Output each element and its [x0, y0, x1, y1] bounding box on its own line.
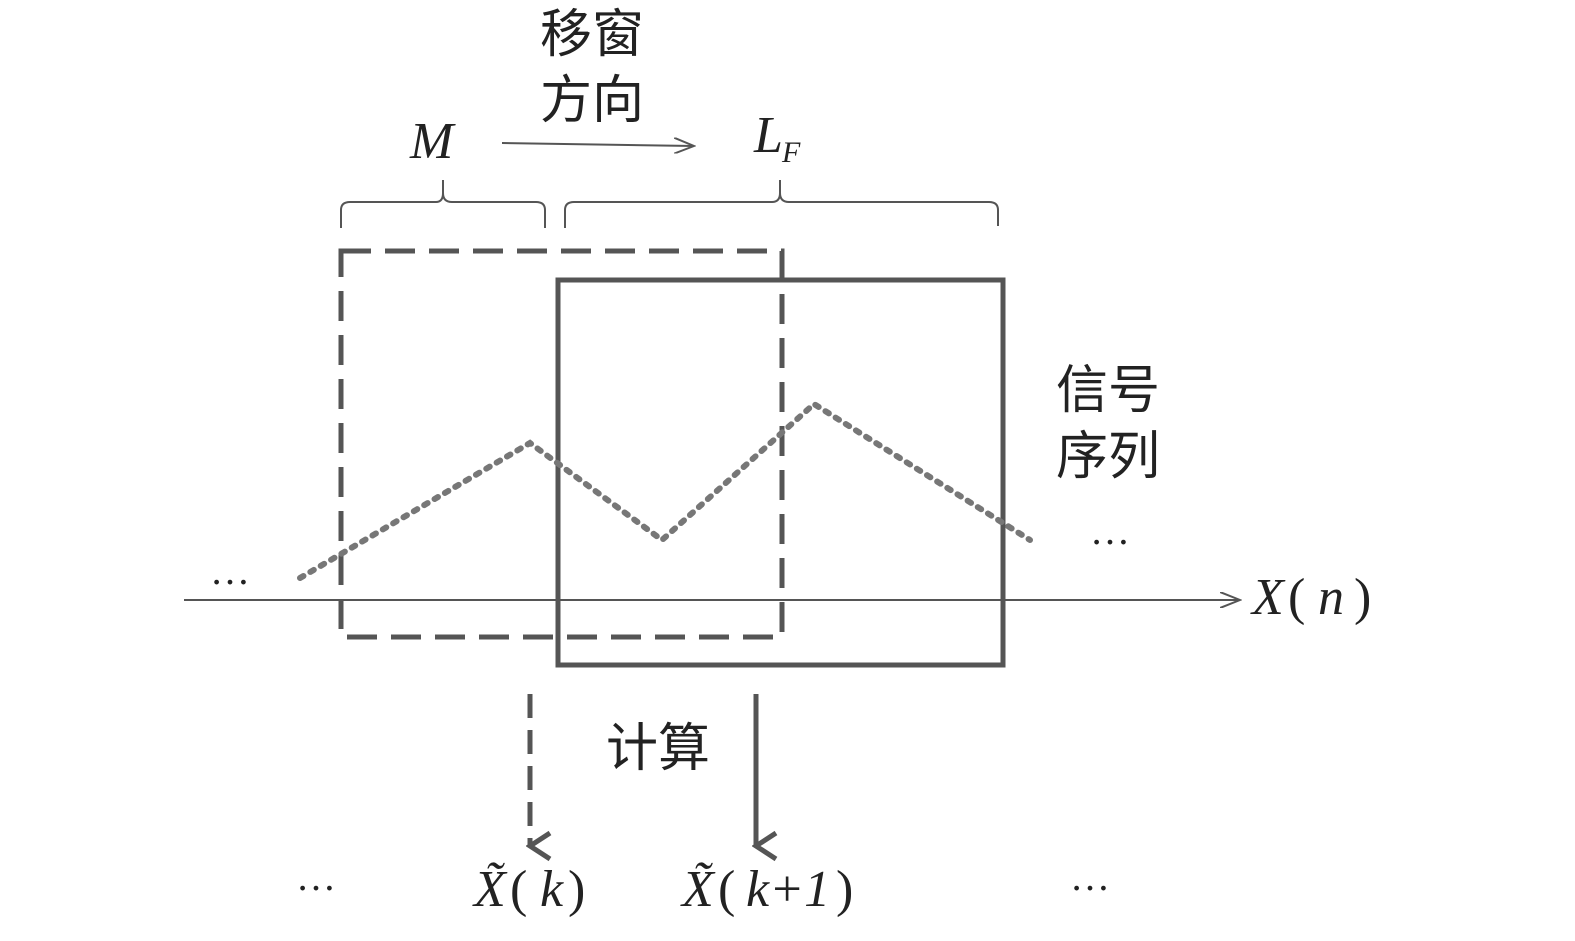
compute-label: 计算: [606, 719, 710, 779]
x-axis-label-close-paren: ): [1354, 569, 1371, 626]
output-2-var: X̃: [680, 861, 716, 918]
output-1-var: X̃: [472, 861, 508, 918]
ellipsis-axis-right: …: [1090, 508, 1130, 553]
window-l-subscript: F: [781, 136, 801, 169]
output-x-k: X̃ ( k ): [472, 861, 585, 918]
brace-m: [340, 180, 546, 228]
window-m-label: M: [409, 113, 456, 170]
x-axis-label-open-paren: (: [1288, 569, 1305, 626]
x-axis-label-var: X: [1250, 569, 1286, 626]
signal-label-line1: 信号: [1056, 361, 1160, 421]
output-x-k-plus-1: X̃ ( k+1 ): [680, 861, 853, 918]
ellipsis-output-left: …: [296, 854, 336, 899]
direction-label-line1: 移窗: [540, 5, 644, 65]
output-2-close-paren: ): [836, 861, 853, 918]
x-axis-label-arg: n: [1318, 569, 1344, 626]
signal-sequence-line: [297, 400, 1033, 581]
ellipsis-axis-left: …: [210, 548, 250, 593]
window-lf-label: L F: [753, 107, 801, 169]
direction-label-line2: 方向: [540, 71, 644, 131]
output-2-arg: k+1: [746, 861, 830, 918]
direction-arrow: [501, 143, 694, 146]
window-l-letter: L: [753, 107, 783, 164]
ellipsis-output-right: …: [1070, 854, 1110, 899]
output-1-close-paren: ): [568, 861, 585, 918]
brace-lf: [564, 180, 999, 228]
signal-label-line2: 序列: [1056, 427, 1160, 487]
output-1-arg: k: [540, 861, 564, 918]
output-1-open-paren: (: [510, 861, 527, 918]
solid-window-box: [555, 277, 1006, 668]
output-2-open-paren: (: [718, 861, 735, 918]
x-axis-label: X ( n ): [1250, 569, 1371, 626]
dashed-window-box: [338, 248, 785, 640]
